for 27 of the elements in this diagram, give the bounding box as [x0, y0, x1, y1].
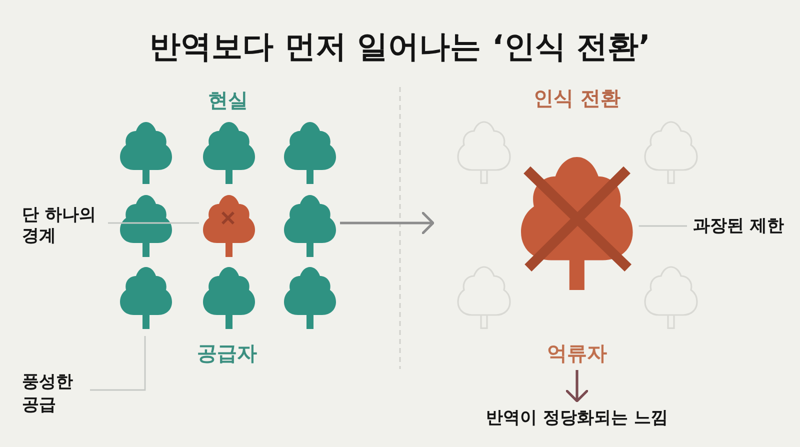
crossed-tree-icon [521, 157, 633, 290]
crossed-tree-icon [203, 195, 255, 257]
arrow [340, 212, 434, 234]
tree-outline-icon [457, 266, 511, 330]
tree-icon [203, 267, 255, 329]
group-label: 억류자 [547, 341, 607, 365]
leader-line [638, 225, 687, 227]
tree-icon [284, 267, 336, 329]
callout-label: 과장된 제한 [693, 215, 784, 237]
tree-outline-icon [644, 121, 698, 185]
tree-icon [120, 195, 172, 257]
tree-outline-icon [644, 266, 698, 330]
tree-outline-icon [457, 121, 511, 185]
arrow [566, 370, 588, 402]
tree-icon [120, 122, 172, 184]
tree-icon [284, 122, 336, 184]
callout-label: 풍성한 공급 [22, 371, 82, 417]
tree-icon [284, 195, 336, 257]
title: 반역보다 먼저 일어나는 ‘인식 전환’ [150, 28, 650, 66]
leader-line [90, 336, 146, 391]
callout-label: 단 하나의 경계 [22, 205, 102, 247]
group-label: 공급자 [197, 341, 257, 365]
result-text: 반역이 정당화되는 느낌 [486, 407, 668, 429]
tree-icon [120, 267, 172, 329]
tree-icon [203, 122, 255, 184]
section-heading: 현실 [208, 88, 248, 112]
section-heading: 인식 전환 [534, 86, 620, 110]
